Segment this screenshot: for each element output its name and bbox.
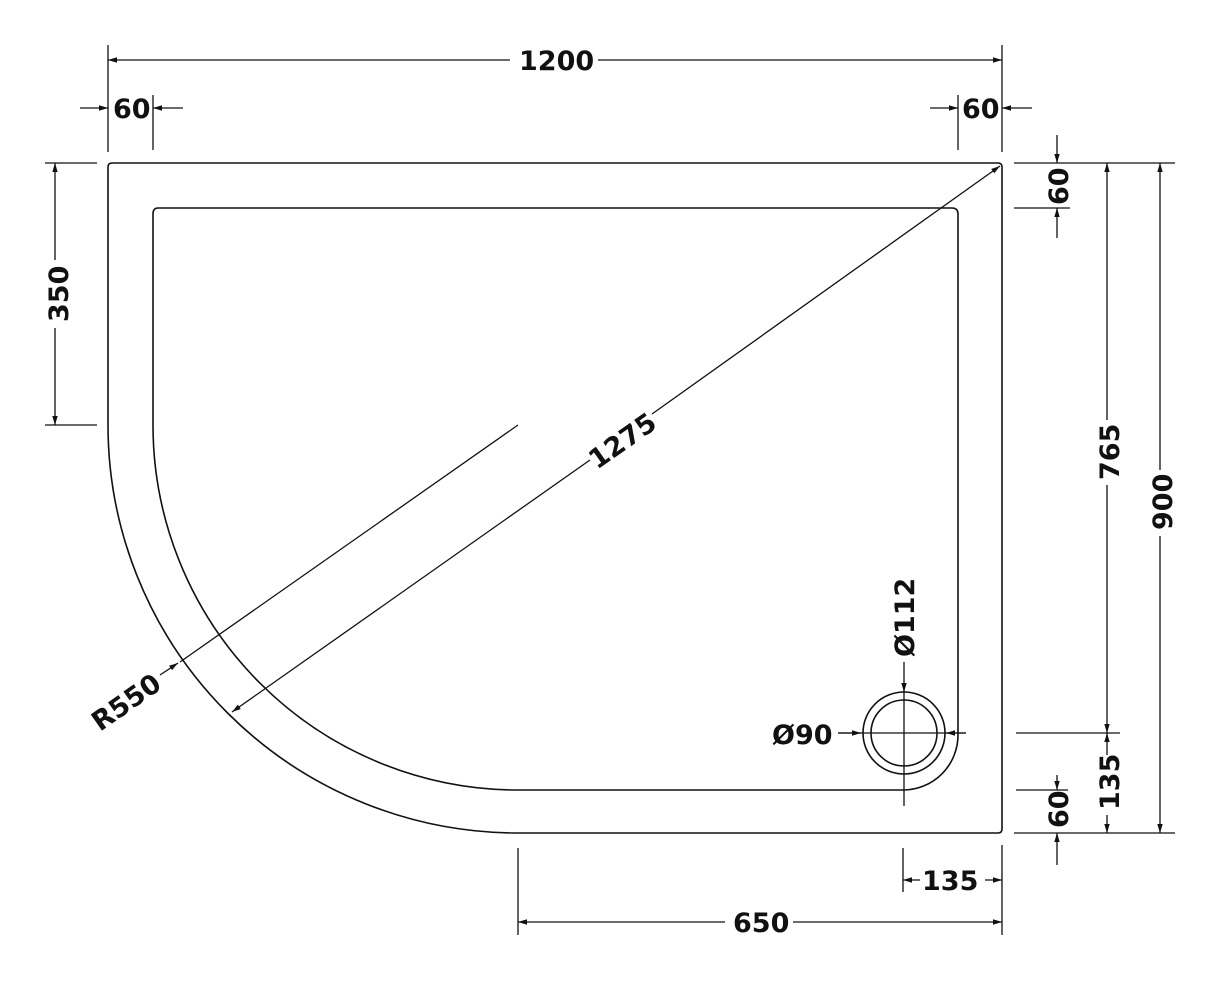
radius-leader-line xyxy=(179,424,519,663)
waste-from-right-label: 135 xyxy=(922,866,978,897)
overall-depth-label: 900 xyxy=(1148,474,1179,530)
waste-from-bottom-label: 135 xyxy=(1095,754,1126,810)
diagonal-dimension-line xyxy=(651,165,1001,415)
top-right-rim-label: 60 xyxy=(962,94,1000,125)
right-rim-top-label: 60 xyxy=(1044,167,1075,205)
left-straight-label: 350 xyxy=(44,266,75,322)
diagonal-dimension-line xyxy=(231,459,591,713)
bottom-straight-label: 650 xyxy=(733,908,789,939)
waste-inner-label: Ø90 xyxy=(772,720,833,751)
top-left-rim-label: 60 xyxy=(113,94,151,125)
radius-label: R550 xyxy=(86,668,167,738)
waste-outer-label: Ø112 xyxy=(890,578,921,657)
waste-from-top-label: 765 xyxy=(1095,424,1126,480)
diagonal-label: 1275 xyxy=(583,407,662,476)
overall-width-label: 1200 xyxy=(519,46,594,77)
tray-outer-edge xyxy=(107,162,1003,834)
radius-arrow xyxy=(159,662,179,676)
tray-inner-edge xyxy=(152,207,959,791)
right-rim-bottom-label: 60 xyxy=(1044,790,1075,828)
